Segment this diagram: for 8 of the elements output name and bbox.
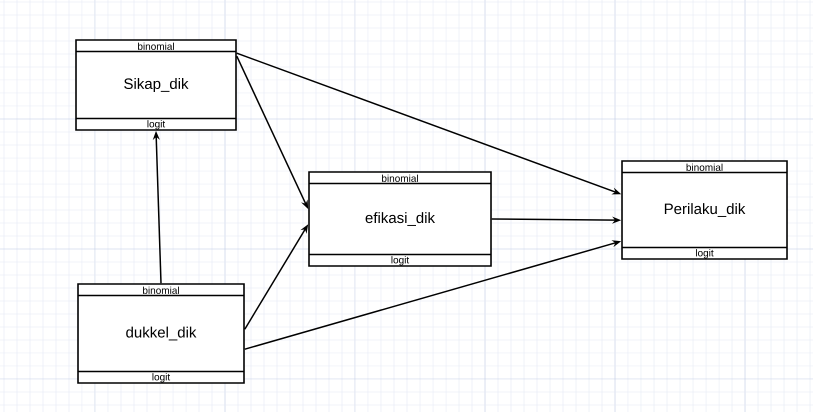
header-band: binomial xyxy=(76,42,236,52)
footer-band: logit xyxy=(309,254,491,266)
footer-band: logit xyxy=(76,118,236,130)
footer-band: logit xyxy=(622,246,788,258)
header-band: binomial xyxy=(78,286,244,296)
header-band: binomial xyxy=(309,174,491,184)
header-band: binomial xyxy=(622,164,788,174)
footer-band: logit xyxy=(78,370,244,382)
